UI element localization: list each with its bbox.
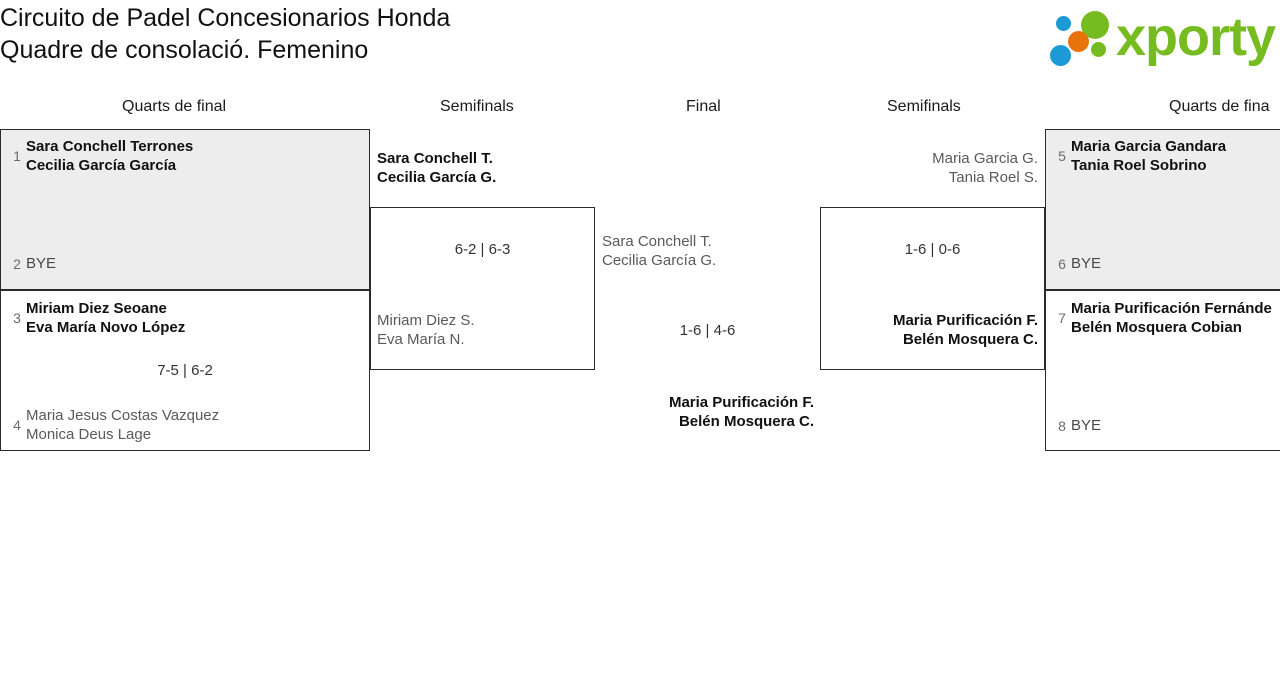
competitor-name-line1: Maria Garcia G. [932, 150, 1038, 167]
competitor-name: BYE [26, 255, 57, 272]
logo-dot-blue-small-icon [1056, 16, 1071, 31]
competitor-name-line1: Maria Garcia Gandara [1071, 138, 1227, 155]
page-title: Circuito de Padel Concesionarios Honda Q… [0, 2, 900, 66]
match-score-quarterfinal-2: 7-5 | 6-2 [157, 362, 213, 379]
xporty-logo[interactable]: xporty [1048, 7, 1278, 70]
match-box-semifinal-left[interactable] [370, 207, 595, 370]
seed-number: 3 [13, 310, 21, 326]
semifinal-left-top-competitor: Sara Conchell T. Cecilia García G. [377, 149, 496, 187]
match-box-quarterfinal-2[interactable] [0, 290, 370, 451]
competitor-name-line2: Cecilia García G. [602, 252, 717, 269]
competitor-slot-seed-5[interactable]: 5 Maria Garcia Gandara Tania Roel Sobrin… [1045, 137, 1280, 175]
match-box-quarterfinal-3[interactable] [1045, 129, 1280, 290]
competitor-name-line1: Maria Purificación Fernánde [1071, 300, 1272, 317]
seed-number: 8 [1058, 417, 1066, 434]
match-score-semifinal-left: 6-2 | 6-3 [454, 241, 511, 258]
competitor-name-line2: Tania Roel Sobrino [1071, 157, 1207, 174]
round-header-quarterfinals-left: Quarts de final [122, 98, 227, 115]
round-header-quarterfinals-right: Quarts de fina [1169, 98, 1270, 115]
round-header-semifinals-left: Semifinals [440, 98, 514, 115]
competitor-name-line1: Maria Jesus Costas Vazquez [26, 407, 220, 424]
competitor-name: Sara Conchell Terrones Cecilia García Ga… [26, 137, 193, 175]
match-box-quarterfinal-1[interactable] [0, 129, 370, 290]
competitor-name-line1: Sara Conchell T. [602, 233, 712, 250]
competitor-name-line1: Miriam Diez Seoane [26, 300, 167, 317]
logo-wordmark: xporty [1116, 7, 1276, 67]
competitor-name-line2: Cecilia García G. [377, 169, 497, 186]
match-box-semifinal-right[interactable] [820, 207, 1045, 370]
match-box-quarterfinal-4[interactable] [1045, 290, 1280, 451]
seed-number: 1 [13, 148, 21, 164]
competitor-name: Maria Garcia Gandara Tania Roel Sobrino [1071, 137, 1226, 175]
competitor-slot-seed-1[interactable]: 1 Sara Conchell Terrones Cecilia García … [0, 137, 370, 175]
competitor-slot-seed-4[interactable]: 4 Maria Jesus Costas Vazquez Monica Deus… [0, 406, 370, 444]
tournament-name: Circuito de Padel Concesionarios Honda [0, 4, 451, 32]
competitor-name: BYE [1071, 255, 1102, 272]
competitor-name-line2: Eva María N. [377, 331, 465, 348]
logo-dot-orange-icon [1068, 31, 1089, 52]
final-champion: Maria Purificación F. Belén Mosquera C. [600, 393, 814, 431]
seed-number: 5 [1058, 148, 1066, 164]
competitor-name-line2: Belén Mosquera C. [902, 331, 1038, 348]
round-header-semifinals-right: Semifinals [887, 98, 961, 115]
seed-number: 4 [13, 417, 21, 433]
seed-number: 6 [1058, 255, 1066, 272]
logo-dot-blue-large-icon [1050, 45, 1071, 66]
competitor-name-line2: Cecilia García García [26, 157, 177, 174]
competitor-name-line1: Miriam Diez S. [377, 312, 475, 329]
competitor-name-line2: Eva María Novo López [26, 319, 186, 336]
match-score-semifinal-right: 1-6 | 0-6 [904, 241, 961, 258]
competitor-name-line1: Sara Conchell Terrones [26, 138, 194, 155]
competitor-name-line1: Sara Conchell T. [377, 150, 493, 167]
competitor-name: Miriam Diez Seoane Eva María Novo López [26, 299, 185, 337]
logo-dot-green-small-icon [1091, 42, 1106, 57]
competitor-name: Maria Purificación Fernánde Belén Mosque… [1071, 299, 1272, 337]
final-top-competitor: Sara Conchell T. Cecilia García G. [602, 232, 716, 270]
competitor-name: Maria Jesus Costas Vazquez Monica Deus L… [26, 406, 219, 444]
competitor-name-line2: Monica Deus Lage [26, 426, 152, 443]
match-score-final: 1-6 | 4-6 [679, 322, 736, 339]
competitor-name-line2: Belén Mosquera C. [678, 413, 814, 430]
semifinal-right-top-competitor: Maria Garcia G. Tania Roel S. [828, 149, 1038, 187]
semifinal-right-bottom-competitor: Maria Purificación F. Belén Mosquera C. [828, 311, 1038, 349]
semifinal-left-bottom-competitor: Miriam Diez S. Eva María N. [377, 311, 475, 349]
bracket-subtitle: Quadre de consolació. Femenino [0, 36, 369, 64]
competitor-name-line1: Maria Purificación F. [668, 394, 814, 411]
round-header-final: Final [686, 98, 721, 115]
competitor-slot-seed-8[interactable]: 8 BYE [1045, 416, 1280, 435]
competitor-slot-seed-2[interactable]: 2 BYE [0, 254, 370, 273]
seed-number: 7 [1058, 310, 1066, 326]
competitor-slot-seed-3[interactable]: 3 Miriam Diez Seoane Eva María Novo Lópe… [0, 299, 370, 337]
competitor-name-line2: Belén Mosquera Cobian [1071, 319, 1242, 336]
competitor-name-line1: Maria Purificación F. [892, 312, 1038, 329]
competitor-name: BYE [1071, 417, 1102, 434]
seed-number: 2 [13, 255, 21, 272]
competitor-name-line2: Tania Roel S. [948, 169, 1038, 186]
competitor-slot-seed-6[interactable]: 6 BYE [1045, 254, 1280, 273]
competitor-slot-seed-7[interactable]: 7 Maria Purificación Fernánde Belén Mosq… [1045, 299, 1280, 337]
